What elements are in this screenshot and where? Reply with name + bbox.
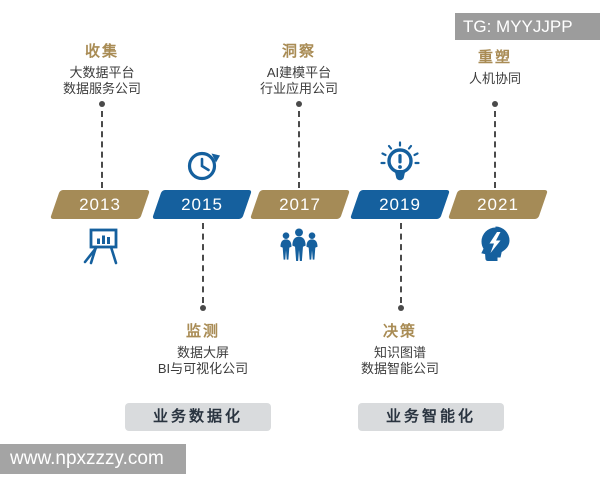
stage-desc-line: 数据智能公司 <box>360 361 439 376</box>
stage-title: 洞察 <box>281 43 316 60</box>
stage-label-insight: 洞察 AI建模平台 行业应用公司 <box>214 40 384 97</box>
dashed-connector <box>298 111 300 188</box>
year-label: 2021 <box>477 195 519 214</box>
stage-desc-line: 知识图谱 <box>373 345 426 360</box>
stage-label-collect: 收集 大数据平台 数据服务公司 <box>17 40 187 97</box>
stage-desc-line: 行业应用公司 <box>259 81 338 96</box>
lightbulb-alert-icon <box>379 141 421 192</box>
stage-label-decision: 决策 知识图谱 数据智能公司 <box>315 320 485 377</box>
connector-dot <box>200 305 206 311</box>
stage-title: 监测 <box>185 323 220 340</box>
clock-history-icon <box>185 147 221 188</box>
phase-box-business-dataization: 业务数据化 <box>125 403 271 431</box>
stage-desc-line: 数据服务公司 <box>62 81 141 96</box>
presentation-board-chart-icon <box>82 226 122 271</box>
stage-desc-line: BI与可视化公司 <box>157 361 249 376</box>
phase-box-business-intelligence: 业务智能化 <box>358 403 504 431</box>
stage-title: 收集 <box>84 43 119 60</box>
connector-dot <box>492 101 498 107</box>
stage-title: 决策 <box>382 323 417 340</box>
year-segment-2015: 2015 <box>152 190 252 219</box>
stage-label-monitor: 监测 数据大屏 BI与可视化公司 <box>118 320 288 377</box>
connector-dot <box>99 101 105 107</box>
year-segment-2021: 2021 <box>448 190 548 219</box>
year-segment-2013: 2013 <box>50 190 151 219</box>
head-lightning-icon <box>475 226 515 271</box>
dashed-connector <box>400 223 402 303</box>
connector-dot <box>296 101 302 107</box>
connector-dot <box>398 305 404 311</box>
year-label: 2019 <box>379 195 421 214</box>
stage-desc-line: AI建模平台 <box>266 65 332 80</box>
year-segment-2017: 2017 <box>250 190 350 219</box>
dashed-connector <box>494 111 496 188</box>
stage-label-reshape: 重塑 人机协同 <box>410 46 580 87</box>
team-icon <box>276 228 322 271</box>
watermark-tg: TG: MYYJJPP <box>455 13 600 40</box>
dashed-connector <box>101 111 103 188</box>
stage-desc-line: 数据大屏 <box>176 345 229 360</box>
year-label: 2017 <box>279 195 321 214</box>
stage-desc-line: 大数据平台 <box>69 65 135 80</box>
dashed-connector <box>202 223 204 303</box>
stage-title: 重塑 <box>477 49 512 66</box>
year-label: 2013 <box>79 195 121 214</box>
year-label: 2015 <box>181 195 223 214</box>
stage-desc-line: 人机协同 <box>468 71 521 86</box>
year-segment-2019: 2019 <box>350 190 450 219</box>
watermark-site: www.npxzzzy.com <box>0 444 186 474</box>
